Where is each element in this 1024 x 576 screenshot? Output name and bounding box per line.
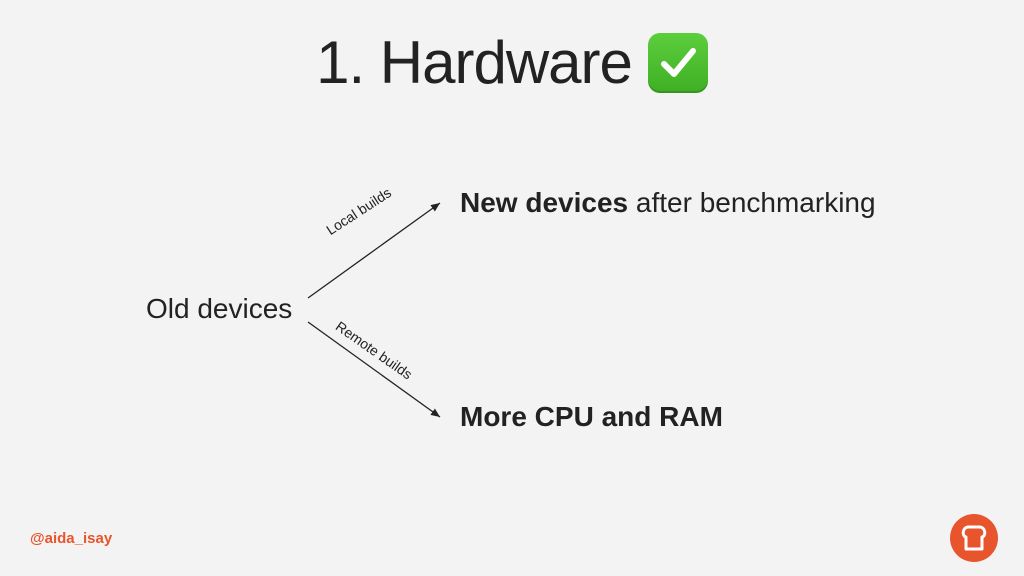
- arrow-remote-builds: [307, 321, 441, 418]
- node-new-devices: New devices after benchmarking: [460, 187, 876, 219]
- title-text: 1. Hardware: [316, 29, 633, 96]
- node-more-cpu-ram: More CPU and RAM: [460, 401, 723, 432]
- node-new-devices-bold: New devices: [460, 187, 629, 218]
- twitter-handle: @aida_isay: [30, 530, 113, 547]
- toast-logo-icon: [950, 514, 998, 562]
- check-mark-button-icon: [647, 32, 708, 93]
- node-new-devices-rest: after benchmarking: [628, 187, 876, 218]
- node-old-devices: Old devices: [146, 293, 293, 324]
- slide-title: 1. Hardware: [0, 28, 1024, 97]
- arrow-local-builds: [307, 202, 441, 299]
